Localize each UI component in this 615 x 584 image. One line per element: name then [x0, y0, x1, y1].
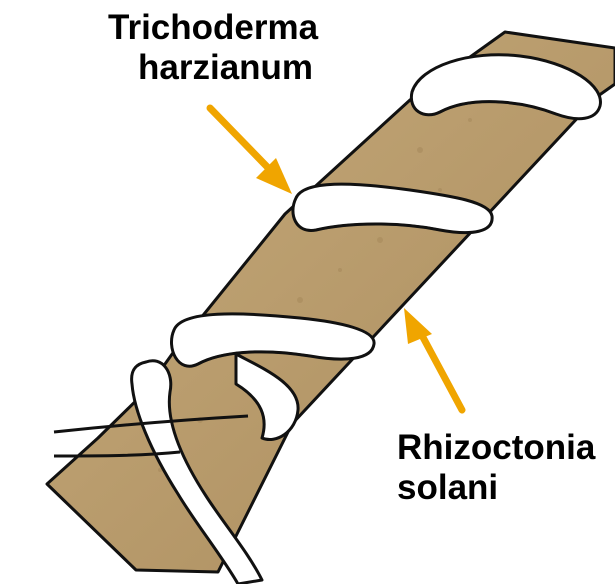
label-rhizoctonia-line1: Rhizoctonia	[397, 428, 595, 468]
label-rhizoctonia-solani: Rhizoctonia solani	[397, 428, 595, 508]
arrow-trichoderma	[210, 108, 292, 194]
label-trichoderma-line1: Trichoderma	[108, 8, 318, 48]
label-trichoderma-harzianum: Trichoderma harzianum	[108, 8, 318, 88]
arrow-rhizoctonia	[404, 308, 462, 410]
label-rhizoctonia-line2: solani	[397, 468, 595, 508]
arrow-rhizoctonia-head	[404, 308, 432, 344]
label-trichoderma-line2: harzianum	[108, 48, 318, 88]
